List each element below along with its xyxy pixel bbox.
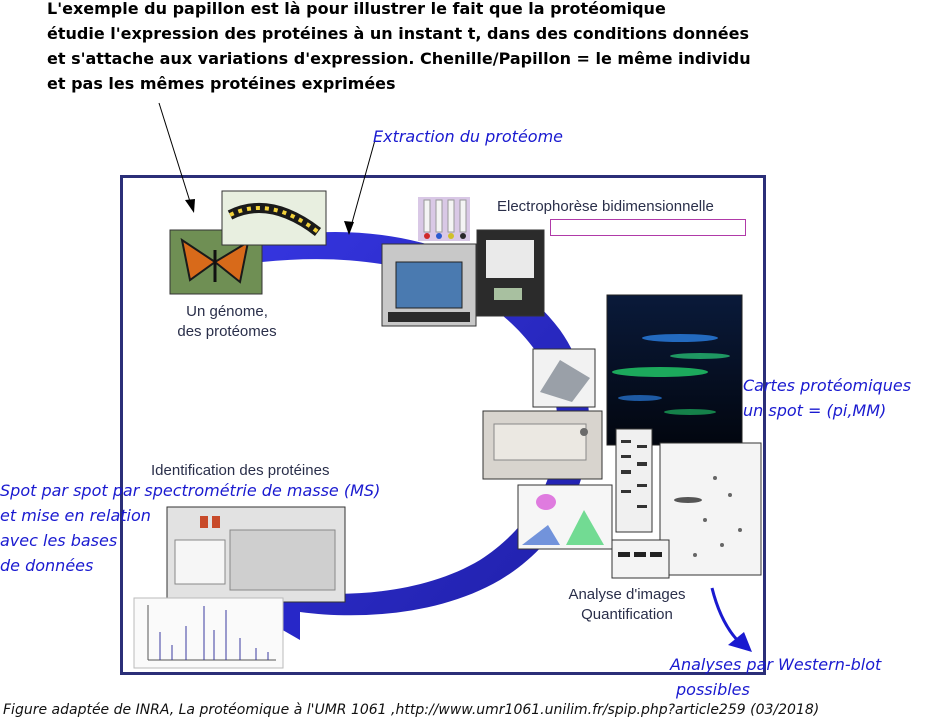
western-annotation: Analyses par Western-blot possibles — [670, 652, 881, 702]
cartes-annotation-line-1: Cartes protéomiques — [743, 376, 912, 395]
cartes-annotation: Cartes protéomiques un spot = (pi,MM) — [743, 373, 911, 423]
intro-line-3: et s'attache aux variations d'expression… — [47, 49, 751, 68]
genome-label-line-2: des protéomes — [177, 323, 277, 340]
spot-annotation-line-4: de données — [0, 556, 94, 575]
intro-pointer-line — [158, 102, 193, 209]
spot-annotation-line-1: Spot par spot par spectrométrie de masse… — [0, 481, 381, 500]
western-arrow-curve — [710, 587, 744, 647]
western-blot-image — [611, 539, 670, 579]
gel-2d-image — [659, 442, 762, 576]
vials-image — [418, 197, 470, 241]
spot-annotation-line-2: et mise en relation — [0, 506, 151, 525]
genome-label-line-1: Un génome, — [186, 303, 268, 320]
cartes-annotation-line-2: un spot = (pi,MM) — [743, 401, 887, 420]
analysis-label-line-2: Quantification — [581, 606, 673, 623]
analysis-label-line-1: Analyse d'images — [568, 586, 686, 603]
gel-lanes-image — [615, 428, 653, 533]
identification-label: Identification des protéines — [151, 462, 330, 479]
intro-line-4: et pas les mêmes protéines exprimées — [47, 74, 396, 93]
scanner-photo — [532, 348, 596, 408]
figure-caption: Figure adaptée de INRA, La protéomique à… — [3, 702, 820, 718]
extraction-pointer-line — [349, 139, 376, 231]
proteomic-map-image — [606, 294, 743, 446]
extraction-annotation: Extraction du protéome — [373, 127, 564, 146]
image-analysis-image — [517, 484, 613, 550]
intro-line-2: étudie l'expression des protéines à un i… — [47, 24, 750, 43]
imager-photo — [482, 410, 603, 480]
electrophoresis-tank-photo — [381, 243, 477, 327]
mass-spectrum-image — [133, 597, 284, 669]
western-annotation-line-1: Analyses par Western-blot — [670, 655, 882, 674]
electrophoresis-label: Electrophorèse bidimensionnelle — [497, 198, 714, 215]
western-arrow-head — [728, 632, 752, 652]
ief-device-photo — [476, 229, 545, 317]
intro-pointer-head — [185, 199, 195, 213]
extraction-pointer-head — [344, 221, 354, 235]
genome-label: Un génome, des protéomes — [167, 302, 287, 342]
spot-annotation-line-3: avec les bases — [0, 531, 118, 550]
mass-spectrometer-photo — [166, 506, 346, 603]
intro-line-1: L'exemple du papillon est là pour illust… — [47, 0, 666, 18]
spot-annotation: Spot par spot par spectrométrie de masse… — [0, 478, 380, 578]
analysis-label: Analyse d'images Quantification — [557, 585, 697, 625]
intro-text: L'exemple du papillon est là pour illust… — [47, 0, 847, 96]
western-annotation-line-2: possibles — [676, 680, 750, 699]
caterpillar-photo — [221, 190, 327, 246]
electrophoresis-underline-box — [550, 219, 746, 236]
